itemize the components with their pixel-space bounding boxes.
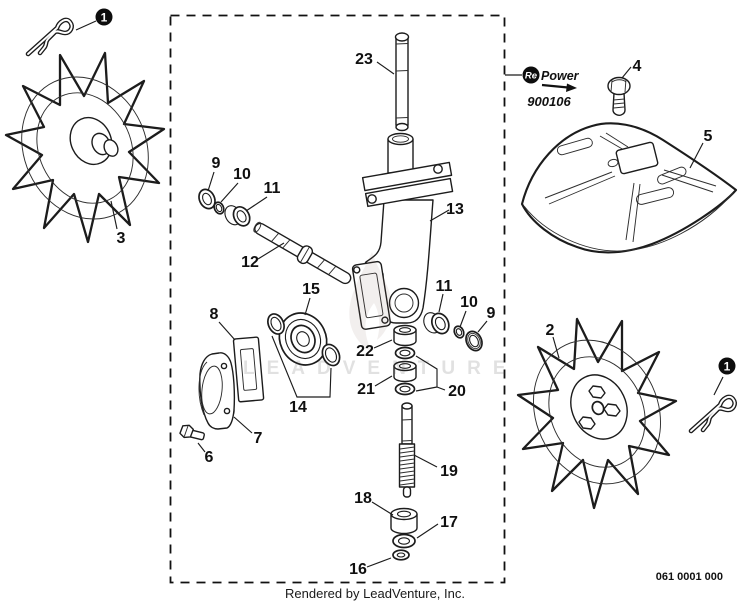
part-bushing-11-left (224, 205, 251, 227)
svg-text:23: 23 (355, 51, 373, 68)
part-bushing-11-right (423, 312, 450, 335)
svg-text:1: 1 (101, 11, 108, 25)
part-washer-17 (392, 533, 416, 549)
part-shaft-12 (253, 221, 352, 285)
watermark-flame (349, 252, 392, 352)
svg-text:7: 7 (254, 430, 263, 447)
part-bushing-21 (393, 360, 417, 383)
part-hairpin-cotter-right (688, 394, 737, 434)
callout-16[interactable]: 16 (349, 557, 392, 578)
watermark: LEADVENTURE (243, 252, 518, 379)
part-clevis-pin-23 (394, 32, 410, 132)
repower-logo-circle (522, 66, 540, 84)
callout-7[interactable]: 7 (233, 416, 263, 447)
callout-9-left[interactable]: 9 (207, 155, 221, 192)
part-ring-10-left (213, 201, 225, 215)
callout-4[interactable]: 4 (621, 58, 642, 79)
part-washer-16 (392, 549, 410, 561)
svg-text:4: 4 (633, 58, 642, 75)
callout-2[interactable]: 2 (546, 322, 560, 359)
svg-text:16: 16 (349, 561, 367, 578)
part-tine-wheel-right (516, 317, 678, 510)
repower-part-number: 900106 (527, 94, 571, 109)
part-bushing-18 (390, 507, 418, 535)
callout-11-left[interactable]: 11 (245, 180, 281, 212)
callout-12[interactable]: 12 (241, 242, 285, 271)
callout-13[interactable]: 13 (429, 201, 464, 222)
svg-text:11: 11 (436, 278, 453, 295)
part-tine-wheel-left (4, 51, 166, 244)
part-bushing-22 (393, 324, 417, 347)
part-washer-20b (394, 382, 416, 396)
part-shield-5 (520, 122, 738, 254)
callout-5[interactable]: 5 (689, 128, 713, 169)
callout-11-right[interactable]: 11 (436, 278, 453, 313)
svg-text:9: 9 (487, 305, 496, 322)
svg-text:20: 20 (448, 383, 466, 400)
part-seal-9-left (198, 188, 216, 210)
callout-18[interactable]: 18 (354, 490, 394, 516)
callout-6[interactable]: 6 (197, 442, 214, 466)
part-oring-14a (267, 313, 285, 335)
part-screw-6 (179, 424, 205, 441)
svg-text:1: 1 (724, 360, 731, 374)
part-hairpin-cotter-left (25, 17, 74, 57)
part-oring-14b (321, 343, 341, 367)
part-housing-13 (351, 132, 454, 330)
svg-text:15: 15 (302, 281, 320, 298)
callout-21[interactable]: 21 (357, 375, 393, 398)
svg-text:12: 12 (241, 254, 259, 271)
svg-text:22: 22 (356, 343, 374, 360)
rendered-by-footer: Rendered by LeadVenture, Inc. (285, 586, 465, 601)
callout-9-right[interactable]: 9 (477, 305, 496, 333)
diagram-boundary-box (169, 14, 506, 584)
svg-text:9: 9 (212, 155, 221, 172)
callout-20[interactable]: 20 (415, 355, 466, 400)
svg-text:11: 11 (264, 180, 281, 197)
callout-3[interactable]: 3 (110, 200, 126, 247)
svg-text:3: 3 (117, 230, 126, 247)
repower-logo-arrow-line (541, 83, 569, 89)
repower-logo-re: Re (525, 71, 538, 82)
svg-text:2: 2 (546, 322, 555, 339)
callout-1-left[interactable]: 1 (75, 8, 113, 31)
part-bearing-15 (278, 312, 328, 366)
svg-text:8: 8 (210, 306, 219, 323)
part-seal-9-right (465, 330, 483, 352)
callout-14[interactable]: 14 (271, 335, 332, 416)
callout-23[interactable]: 23 (355, 51, 395, 75)
svg-text:10: 10 (233, 166, 251, 183)
part-hex-bolt-4 (607, 76, 631, 116)
svg-text:5: 5 (704, 128, 713, 145)
part-threaded-shaft-19 (398, 402, 416, 498)
svg-text:13: 13 (446, 201, 464, 218)
callout-1-right[interactable]: 1 (713, 357, 736, 396)
part-ring-10-right (453, 325, 465, 339)
svg-text:18: 18 (354, 490, 372, 507)
repower-logo-arrowhead (566, 83, 577, 92)
callout-10-left[interactable]: 10 (220, 166, 251, 203)
repower-logo-power: Power (541, 69, 580, 83)
callout-22[interactable]: 22 (356, 339, 393, 360)
callout-19[interactable]: 19 (413, 454, 458, 480)
callout-10-right[interactable]: 10 (459, 294, 478, 328)
callout-17[interactable]: 17 (416, 514, 458, 539)
svg-text:6: 6 (205, 449, 214, 466)
svg-text:21: 21 (357, 381, 375, 398)
part-gasket-8 (232, 336, 265, 403)
document-number: 061 0001 000 (656, 571, 723, 583)
svg-text:10: 10 (460, 294, 478, 311)
svg-text:14: 14 (289, 399, 307, 416)
callout-15[interactable]: 15 (302, 281, 320, 316)
part-washer-20a (394, 346, 416, 360)
svg-text:19: 19 (440, 463, 458, 480)
watermark-text: LEADVENTURE (243, 358, 518, 379)
callout-1-left-badge (95, 8, 113, 26)
callout-1-right-badge (718, 357, 736, 375)
part-cover-7 (198, 352, 236, 430)
callout-8[interactable]: 8 (210, 306, 236, 341)
svg-text:17: 17 (440, 514, 458, 531)
repower-logo: Re Power 900106 (505, 66, 580, 109)
